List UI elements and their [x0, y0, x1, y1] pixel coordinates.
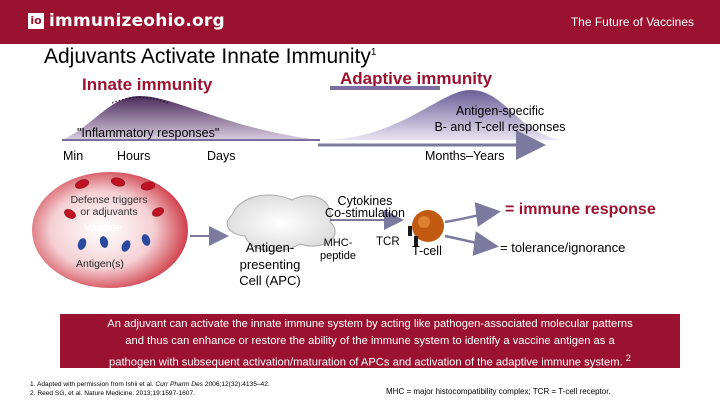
- summary-line2: and thus can enhance or restore the abil…: [125, 335, 615, 347]
- summary-footnote-marker: 2: [625, 353, 631, 363]
- ref1-journal: Curr Pharm Des: [155, 381, 203, 388]
- slide-title: Adjuvants Activate Innate Immunity1: [44, 45, 376, 69]
- apc-line3: Cell (APC): [239, 273, 301, 288]
- slide-title-text: Adjuvants Activate Innate Immunity: [44, 45, 371, 68]
- antigen-particles: [77, 234, 151, 252]
- reference-1: 1. Adapted with permission from Ishii et…: [30, 380, 270, 389]
- cytokines-label: Cytokines Co-stimulation: [305, 194, 425, 220]
- timeline-min: Min: [63, 149, 84, 163]
- deck-title: The Future of Vaccines: [570, 15, 694, 29]
- defense-line2: or adjuvants: [80, 206, 138, 218]
- immune-response-arrow: [444, 202, 501, 227]
- innate-response-curve: [62, 96, 320, 140]
- reference-2: 2. Reed SG, et al. Nature Medicine. 2013…: [30, 390, 195, 397]
- summary-text: An adjuvant can activate the innate immu…: [62, 316, 678, 372]
- tcell-label: T-cell: [412, 244, 442, 258]
- cytokines-line1: Cytokines: [337, 194, 393, 208]
- tcr-receptors: [408, 226, 418, 246]
- references: 1. Adapted with permission from Ishii et…: [30, 380, 270, 398]
- title-footnote-marker: 1: [370, 47, 377, 58]
- apc-line2: presenting: [239, 256, 301, 272]
- immune-response-label: = immune response: [505, 201, 656, 218]
- apc-cell: [226, 194, 336, 252]
- summary-line3-wrap: pathogen with subsequent activation/matu…: [62, 350, 678, 372]
- t-cell-nucleus: [418, 216, 430, 228]
- antigens-label: Antigen(s): [76, 258, 124, 270]
- mhc-line2: peptide: [319, 250, 357, 262]
- logo-mark[interactable]: io: [28, 13, 44, 29]
- adaptive-response-curve: [320, 90, 560, 140]
- tolerance-label: = tolerance/ignorance: [500, 240, 626, 255]
- tcr-label: TCR: [376, 236, 400, 248]
- antigen-specific-label: Antigen-specific B- and T-cell responses: [400, 103, 600, 135]
- site-logo-text[interactable]: immunizeohio.org: [49, 11, 225, 31]
- innate-curve-dots: [111, 96, 169, 104]
- timeline-days: Days: [207, 149, 236, 163]
- apc-label: Antigen- presenting Cell (APC): [230, 240, 310, 290]
- defense-triggers-label: Defense triggers or adjuvants: [64, 194, 154, 218]
- defense-trigger-particles: [64, 177, 164, 219]
- abbreviations-note: MHC = major histocompatibility complex; …: [386, 387, 611, 396]
- defense-line1: Defense triggers: [70, 194, 148, 206]
- vaccine-cell: [32, 172, 188, 288]
- vaccine-label: Vaccine: [84, 222, 123, 234]
- summary-line3: pathogen with subsequent activation/matu…: [109, 356, 623, 369]
- timeline-months-years: Months–Years: [425, 149, 505, 163]
- mhc-line1: MHC-: [323, 237, 353, 249]
- cytokines-line2: Co-stimulation: [325, 206, 405, 220]
- adaptive-immunity-heading: Adaptive immunity: [340, 69, 493, 88]
- summary-line1: An adjuvant can activate the innate immu…: [107, 318, 633, 330]
- summary-box: [60, 314, 680, 368]
- ref1-text-a: 1. Adapted with permission from Ishii et…: [30, 381, 156, 388]
- antigen-specific-line1: Antigen-specific: [455, 104, 545, 118]
- timeline-hours: Hours: [117, 149, 151, 163]
- tolerance-arrow: [444, 231, 499, 256]
- inflammatory-label: "Inflammatory responses": [77, 126, 220, 140]
- antigen-specific-line2: B- and T-cell responses: [434, 120, 566, 134]
- ref1-text-b: 2006;12(32):4135–42.: [202, 381, 270, 388]
- header-bar: io immunizeohio.org The Future of Vaccin…: [0, 0, 720, 44]
- innate-immunity-heading: Innate immunity: [82, 75, 213, 94]
- apc-line1: Antigen-: [245, 240, 295, 255]
- mhc-label: MHC- peptide: [312, 237, 364, 263]
